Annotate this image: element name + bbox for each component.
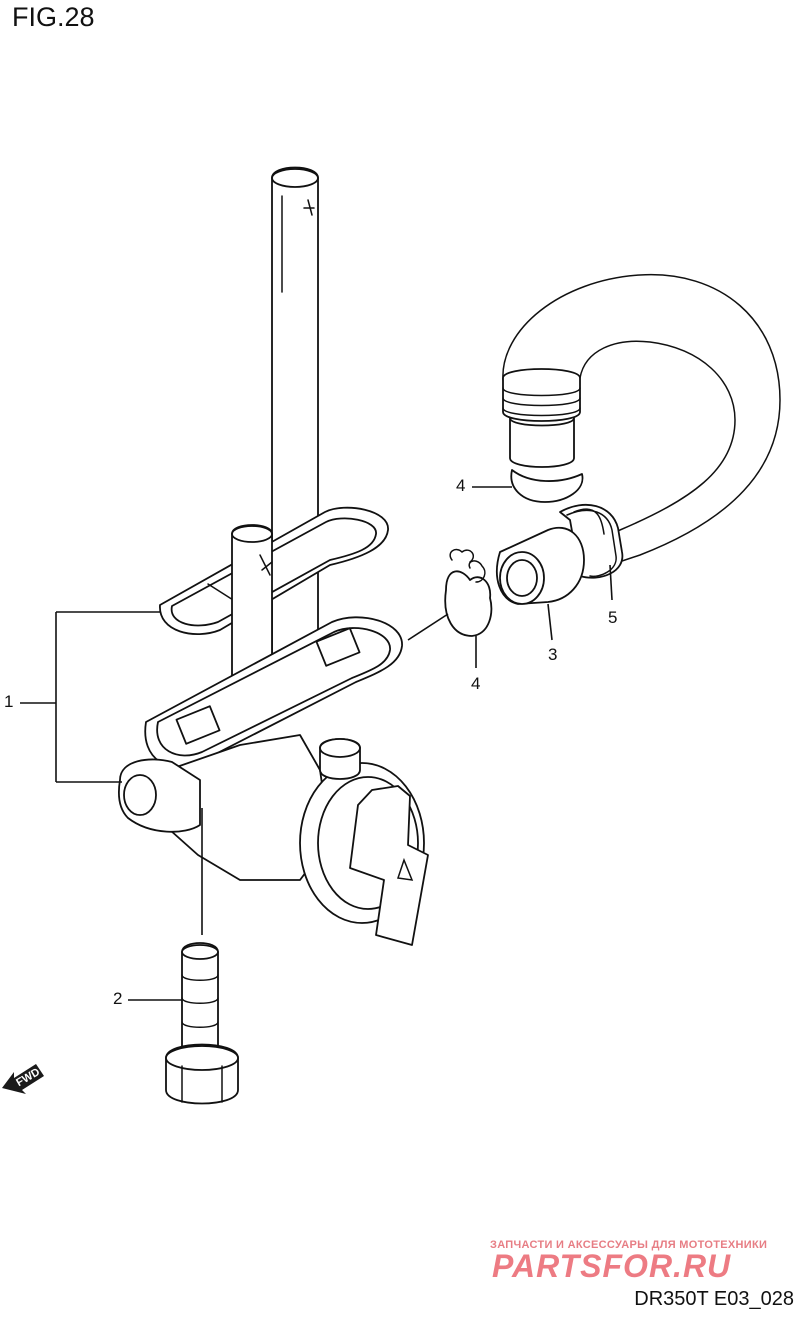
leader-lines	[20, 486, 613, 1001]
watermark-logo: PARTSFOR.RU	[492, 1248, 732, 1284]
callout-2: 2	[113, 989, 123, 1008]
callout-4-lower: 4	[471, 674, 481, 693]
hose-clamp-upper	[510, 469, 584, 503]
figure-title: FIG.28	[12, 2, 95, 32]
callout-4-upper: 4	[456, 476, 466, 495]
watermark-tagline: ЗАПЧАСТИ И АКСЕССУАРЫ ДЛЯ МОТОТЕХНИКИ	[490, 1239, 768, 1251]
fuel-cock-assembly	[118, 166, 429, 946]
hose-clamp-lower	[444, 548, 493, 637]
callout-1: 1	[4, 692, 14, 711]
callout-5: 5	[608, 608, 618, 627]
pipe-fitting	[496, 526, 585, 605]
fuel-hose	[502, 273, 781, 579]
screw	[165, 942, 239, 1105]
diagram-reference-code: DR350T E03_028	[634, 1288, 794, 1310]
fwd-arrow-icon: FWD	[2, 1064, 44, 1094]
callout-3: 3	[548, 645, 558, 664]
